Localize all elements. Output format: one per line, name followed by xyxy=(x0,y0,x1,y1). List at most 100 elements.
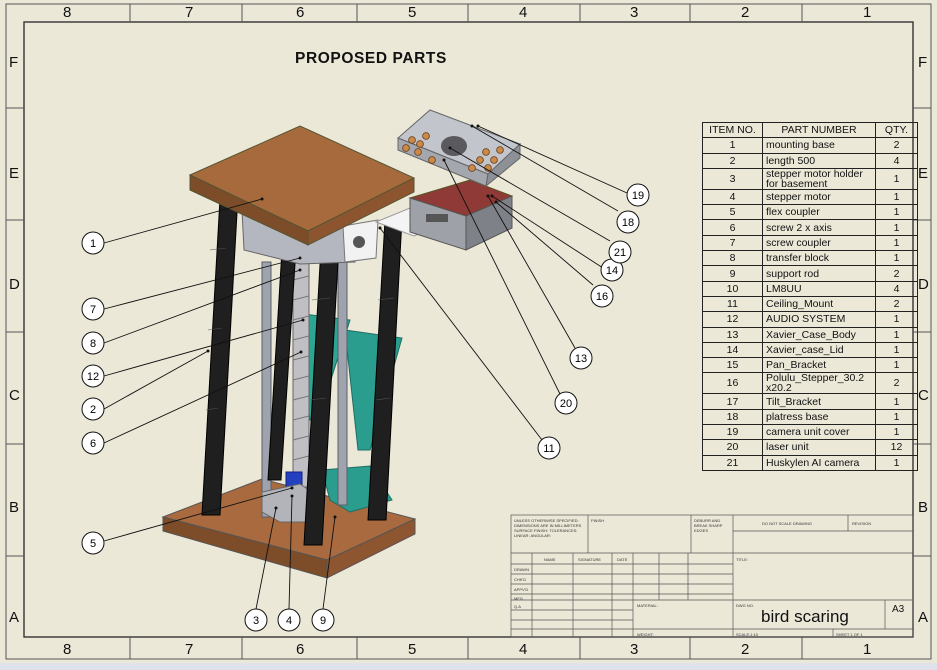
balloon-16: 16 xyxy=(590,284,614,308)
svg-text:9: 9 xyxy=(320,615,326,627)
zone-row-d-right: D xyxy=(918,276,929,293)
zone-row-b-left: B xyxy=(9,499,20,516)
bom-item-no: 1 xyxy=(702,137,763,154)
bom-part-number: camera unit cover xyxy=(762,424,876,441)
svg-text:3: 3 xyxy=(253,615,259,627)
dwg-no-label: DWG NO. xyxy=(736,603,754,608)
row-chkd: CHK'D xyxy=(514,577,527,582)
bom-qty: 1 xyxy=(875,167,918,190)
zone-col-2-top: 2 xyxy=(741,4,750,21)
bom-part-number: laser unit xyxy=(762,439,876,456)
bom-part-number: screw coupler xyxy=(762,234,876,252)
bom-qty: 1 xyxy=(875,234,918,252)
bom-qty: 1 xyxy=(875,341,918,359)
bom-qty: 1 xyxy=(875,250,918,267)
zone-col-1-top: 1 xyxy=(863,4,872,21)
svg-text:19: 19 xyxy=(632,190,644,202)
bom-qty: 1 xyxy=(875,393,918,410)
svg-text:21: 21 xyxy=(614,247,626,259)
bom-header-part: PART NUMBER xyxy=(762,121,876,139)
bom-part-number: support rod xyxy=(762,265,876,282)
bom-item-no: 13 xyxy=(702,326,763,343)
drawing-title: PROPOSED PARTS xyxy=(295,50,447,67)
bom-header-row: ITEM NO. PART NUMBER QTY. xyxy=(702,121,918,139)
balloon-8: 8 xyxy=(81,331,105,355)
weight-label: WEIGHT: xyxy=(637,632,654,637)
balloon-5: 5 xyxy=(81,531,105,555)
bom-qty: 1 xyxy=(875,311,918,328)
zone-col-8-top: 8 xyxy=(63,4,72,21)
bom-qty: 1 xyxy=(875,188,918,206)
balloon-12: 12 xyxy=(81,364,105,388)
bom-part-number: Tilt_Bracket xyxy=(762,393,876,410)
zone-row-c-right: C xyxy=(918,387,929,404)
zone-col-5-bottom: 5 xyxy=(408,641,417,658)
bom-part-number: AUDIO SYSTEM xyxy=(762,311,876,328)
bom-item-no: 8 xyxy=(702,250,763,267)
bom-part-number: length 500 xyxy=(762,152,876,169)
xavier-case xyxy=(408,179,514,251)
bom-part-number: screw 2 x axis xyxy=(762,219,876,236)
bom-item-no: 4 xyxy=(702,188,763,206)
zone-col-2-bottom: 2 xyxy=(741,641,750,658)
bom-qty: 2 xyxy=(875,372,918,395)
bom-item-no: 11 xyxy=(702,295,763,313)
svg-text:12: 12 xyxy=(87,371,99,383)
zone-col-3-bottom: 3 xyxy=(630,641,639,658)
row-appvd: APPV'D xyxy=(514,587,529,592)
tolerance-notes: UNLESS OTHERWISE SPECIFIED: DIMENSIONS A… xyxy=(514,518,582,538)
zone-col-3-top: 3 xyxy=(630,4,639,21)
svg-text:6: 6 xyxy=(90,438,96,450)
sheet-size: A3 xyxy=(892,604,905,615)
svg-text:1: 1 xyxy=(90,238,96,250)
bom-item-no: 12 xyxy=(702,311,763,328)
bom-item-no: 5 xyxy=(702,204,763,221)
zone-col-6-top: 6 xyxy=(296,4,305,21)
bom-part-number: platress base xyxy=(762,408,876,426)
bom-part-number: Huskylen AI camera xyxy=(762,454,876,471)
do-not-scale-note: DO NOT SCALE DRAWING xyxy=(762,521,813,526)
balloon-11: 11 xyxy=(537,436,561,460)
zone-row-e-left: E xyxy=(9,165,20,182)
bom-item-no: 10 xyxy=(702,280,763,297)
bom-qty: 4 xyxy=(875,280,918,297)
bom-qty: 1 xyxy=(875,408,918,426)
zone-row-e-right: E xyxy=(918,165,929,182)
bom-qty: 2 xyxy=(875,295,918,313)
bom-qty: 1 xyxy=(875,204,918,221)
bom-part-number: Pan_Bracket xyxy=(762,357,876,374)
bom-item-no: 16 xyxy=(702,372,763,395)
row-drawn: DRAWN xyxy=(514,567,529,572)
svg-text:2: 2 xyxy=(90,404,96,416)
balloon-13: 13 xyxy=(569,346,593,370)
top-mounting-base xyxy=(188,125,416,246)
zone-col-5-top: 5 xyxy=(408,4,417,21)
bom-qty: 1 xyxy=(875,326,918,343)
zone-row-f-left: F xyxy=(9,54,19,71)
revision-label: REVISION xyxy=(852,521,872,526)
balloons: 1 7 8 12 2 6 5 3 4 9 11 20 13 16 14 21 1… xyxy=(81,183,650,632)
camera-unit-cover xyxy=(397,109,521,188)
material-label: MATERIAL: xyxy=(637,603,658,608)
row-qa: Q.A xyxy=(514,604,521,609)
title-label: TITLE: xyxy=(736,557,749,562)
bom-qty: 4 xyxy=(875,152,918,169)
balloon-18: 18 xyxy=(616,210,640,234)
zone-row-a-left: A xyxy=(9,609,20,626)
balloon-3: 3 xyxy=(244,608,268,632)
bom-part-number: Ceiling_Mount xyxy=(762,295,876,313)
balloon-2: 2 xyxy=(81,397,105,421)
bom-item-no: 18 xyxy=(702,408,763,426)
balloon-19: 19 xyxy=(626,183,650,207)
